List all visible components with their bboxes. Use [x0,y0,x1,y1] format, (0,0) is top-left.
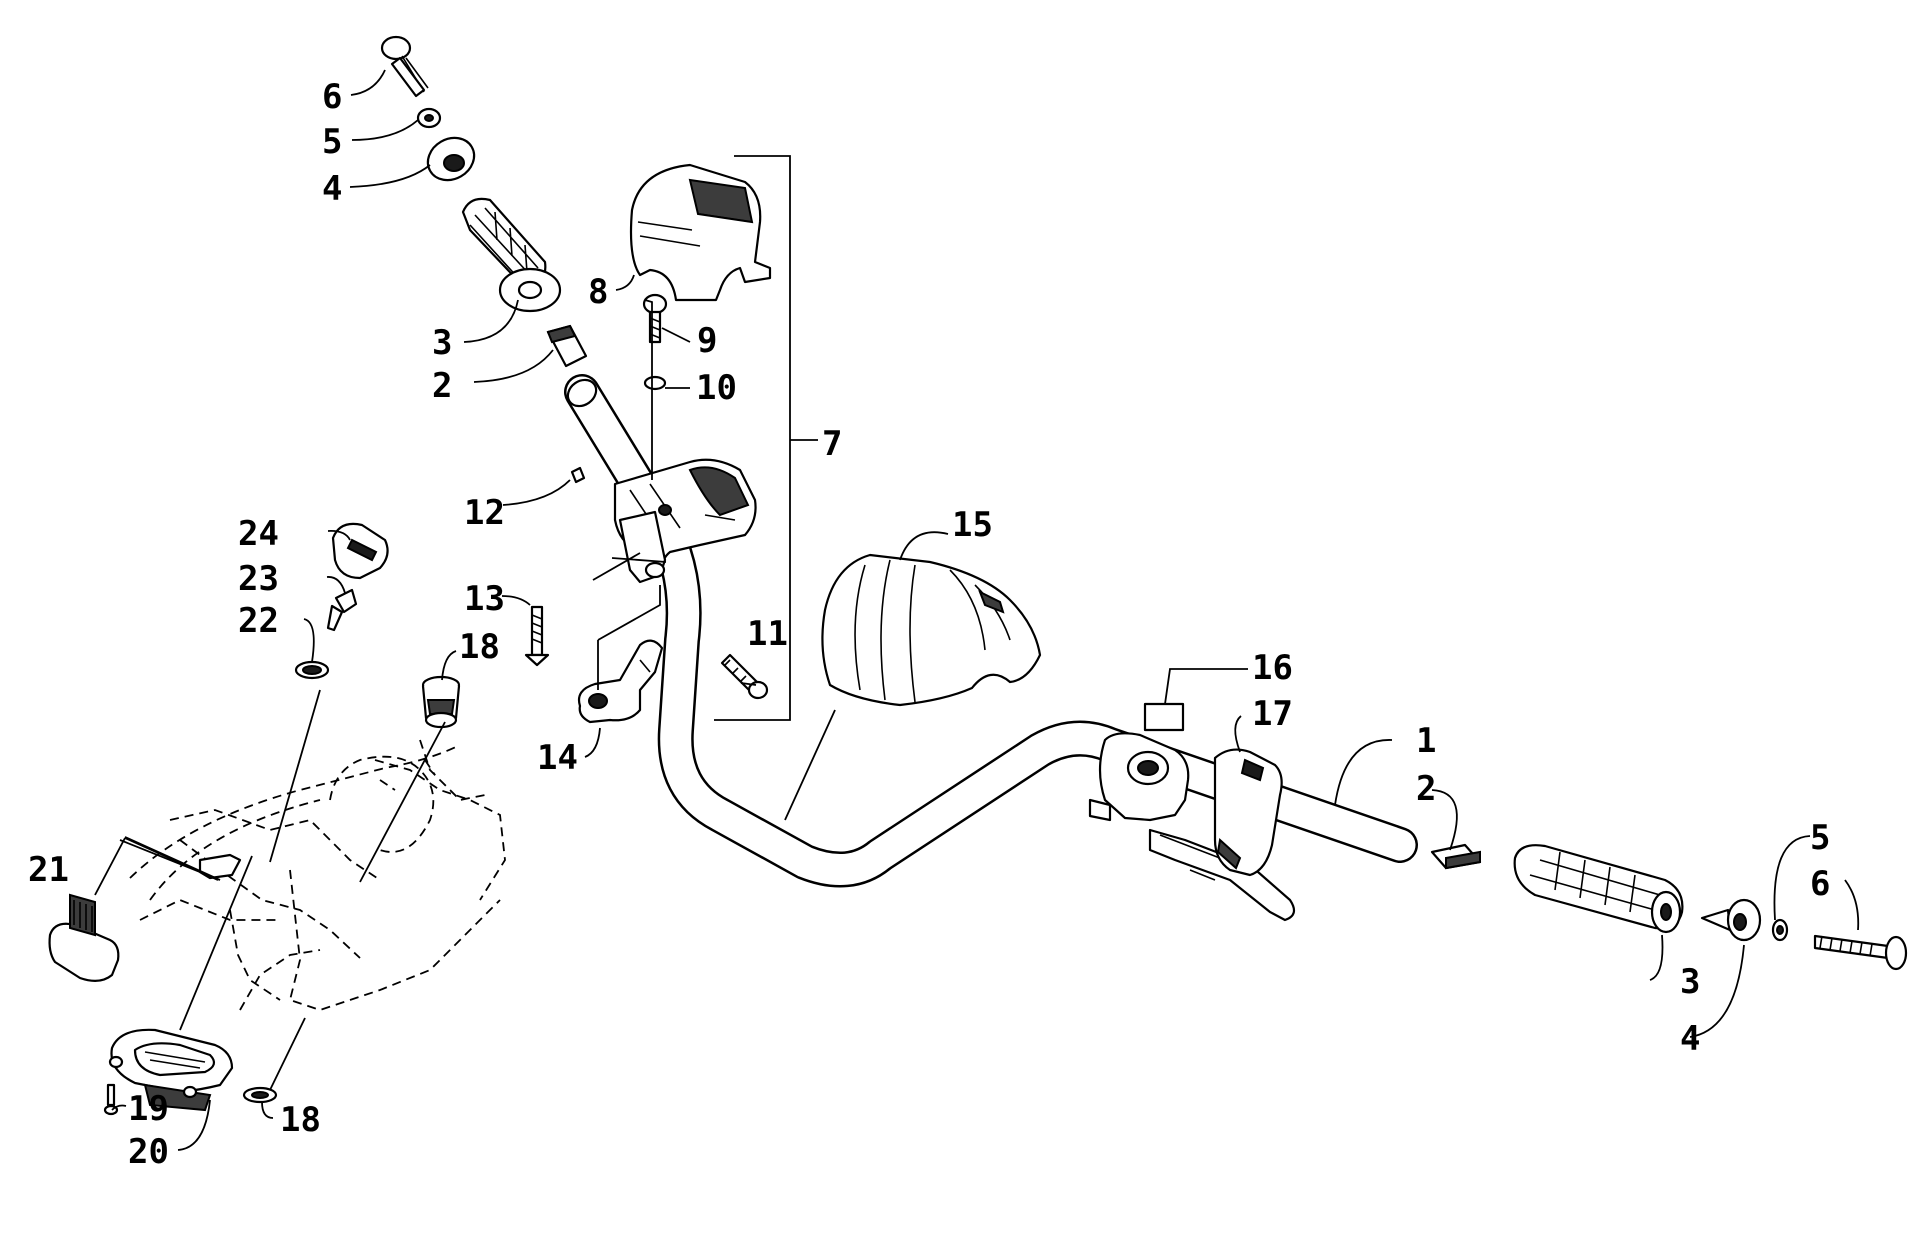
callout-3-left: 3 [432,323,452,363]
throttle-lever[interactable] [577,639,664,724]
leader-lines [94,69,1860,1151]
ignition-key[interactable] [326,588,358,632]
switch-module[interactable] [48,893,120,982]
callout-17: 17 [1252,694,1293,734]
throttle-cover[interactable] [629,163,772,302]
callout-14: 14 [537,738,578,778]
ignition-nut[interactable] [294,660,330,680]
callout-1: 1 [1416,721,1436,761]
left-washer[interactable] [416,107,442,129]
callout-20: 20 [128,1132,169,1172]
housing-washer[interactable] [643,375,667,391]
handlebar[interactable] [563,374,1418,888]
callout-2-left: 2 [432,366,452,406]
callout-6-right: 6 [1810,864,1830,904]
switch-housing[interactable] [1213,748,1283,877]
right-throttle-sleeve[interactable] [1430,843,1482,870]
housing-screw[interactable] [642,293,668,344]
callout-18-lower: 18 [280,1100,321,1140]
left-grip[interactable] [461,197,562,313]
label-decal[interactable] [1143,702,1185,732]
callout-2-right: 2 [1416,769,1436,809]
callout-24: 24 [238,514,279,554]
callout-13: 13 [464,579,505,619]
clamp-bolt-diagonal[interactable] [720,653,769,700]
callout-7: 7 [822,424,842,464]
callout-23: 23 [238,559,279,599]
right-end-bolt[interactable] [1813,934,1908,971]
callout-11: 11 [747,614,788,654]
console-outline [129,739,506,1011]
ignition-key-cap[interactable] [331,522,389,580]
brake-master-cylinder[interactable] [1088,732,1296,922]
housing-set-screw[interactable] [570,466,586,484]
callout-8: 8 [588,272,608,312]
right-bar-end[interactable] [1700,898,1762,942]
left-throttle-sleeve[interactable] [546,324,588,368]
callout-5-right: 5 [1810,818,1830,858]
callout-3-right: 3 [1680,962,1700,1002]
callout-5-left: 5 [322,122,342,162]
right-washer[interactable] [1771,918,1789,942]
left-end-bolt[interactable] [380,35,429,98]
instrument-pod[interactable] [108,1028,234,1112]
callout-numbers: 6 5 4 8 9 3 2 10 7 12 15 24 23 13 22 18 … [28,77,1830,1172]
callout-10: 10 [696,368,737,408]
callout-6-left: 6 [322,77,342,117]
right-grip[interactable] [1513,844,1684,934]
callout-4-left: 4 [322,169,342,209]
callout-21: 21 [28,850,69,890]
handlebar-pad[interactable] [821,553,1042,707]
left-bar-end[interactable] [420,130,482,189]
pod-screw[interactable] [103,1083,119,1116]
callout-19: 19 [128,1089,169,1129]
callout-4-right: 4 [1680,1019,1700,1059]
upper-grommet[interactable] [421,675,461,729]
clamp-bolt-vertical[interactable] [524,605,550,667]
callout-16: 16 [1252,648,1293,688]
callout-12: 12 [464,493,505,533]
clamp-block[interactable] [618,510,667,584]
lower-grommet[interactable] [242,1086,278,1104]
callout-9: 9 [697,321,717,361]
callout-15: 15 [952,505,993,545]
callout-22: 22 [238,601,279,641]
callout-18-upper: 18 [459,627,500,667]
